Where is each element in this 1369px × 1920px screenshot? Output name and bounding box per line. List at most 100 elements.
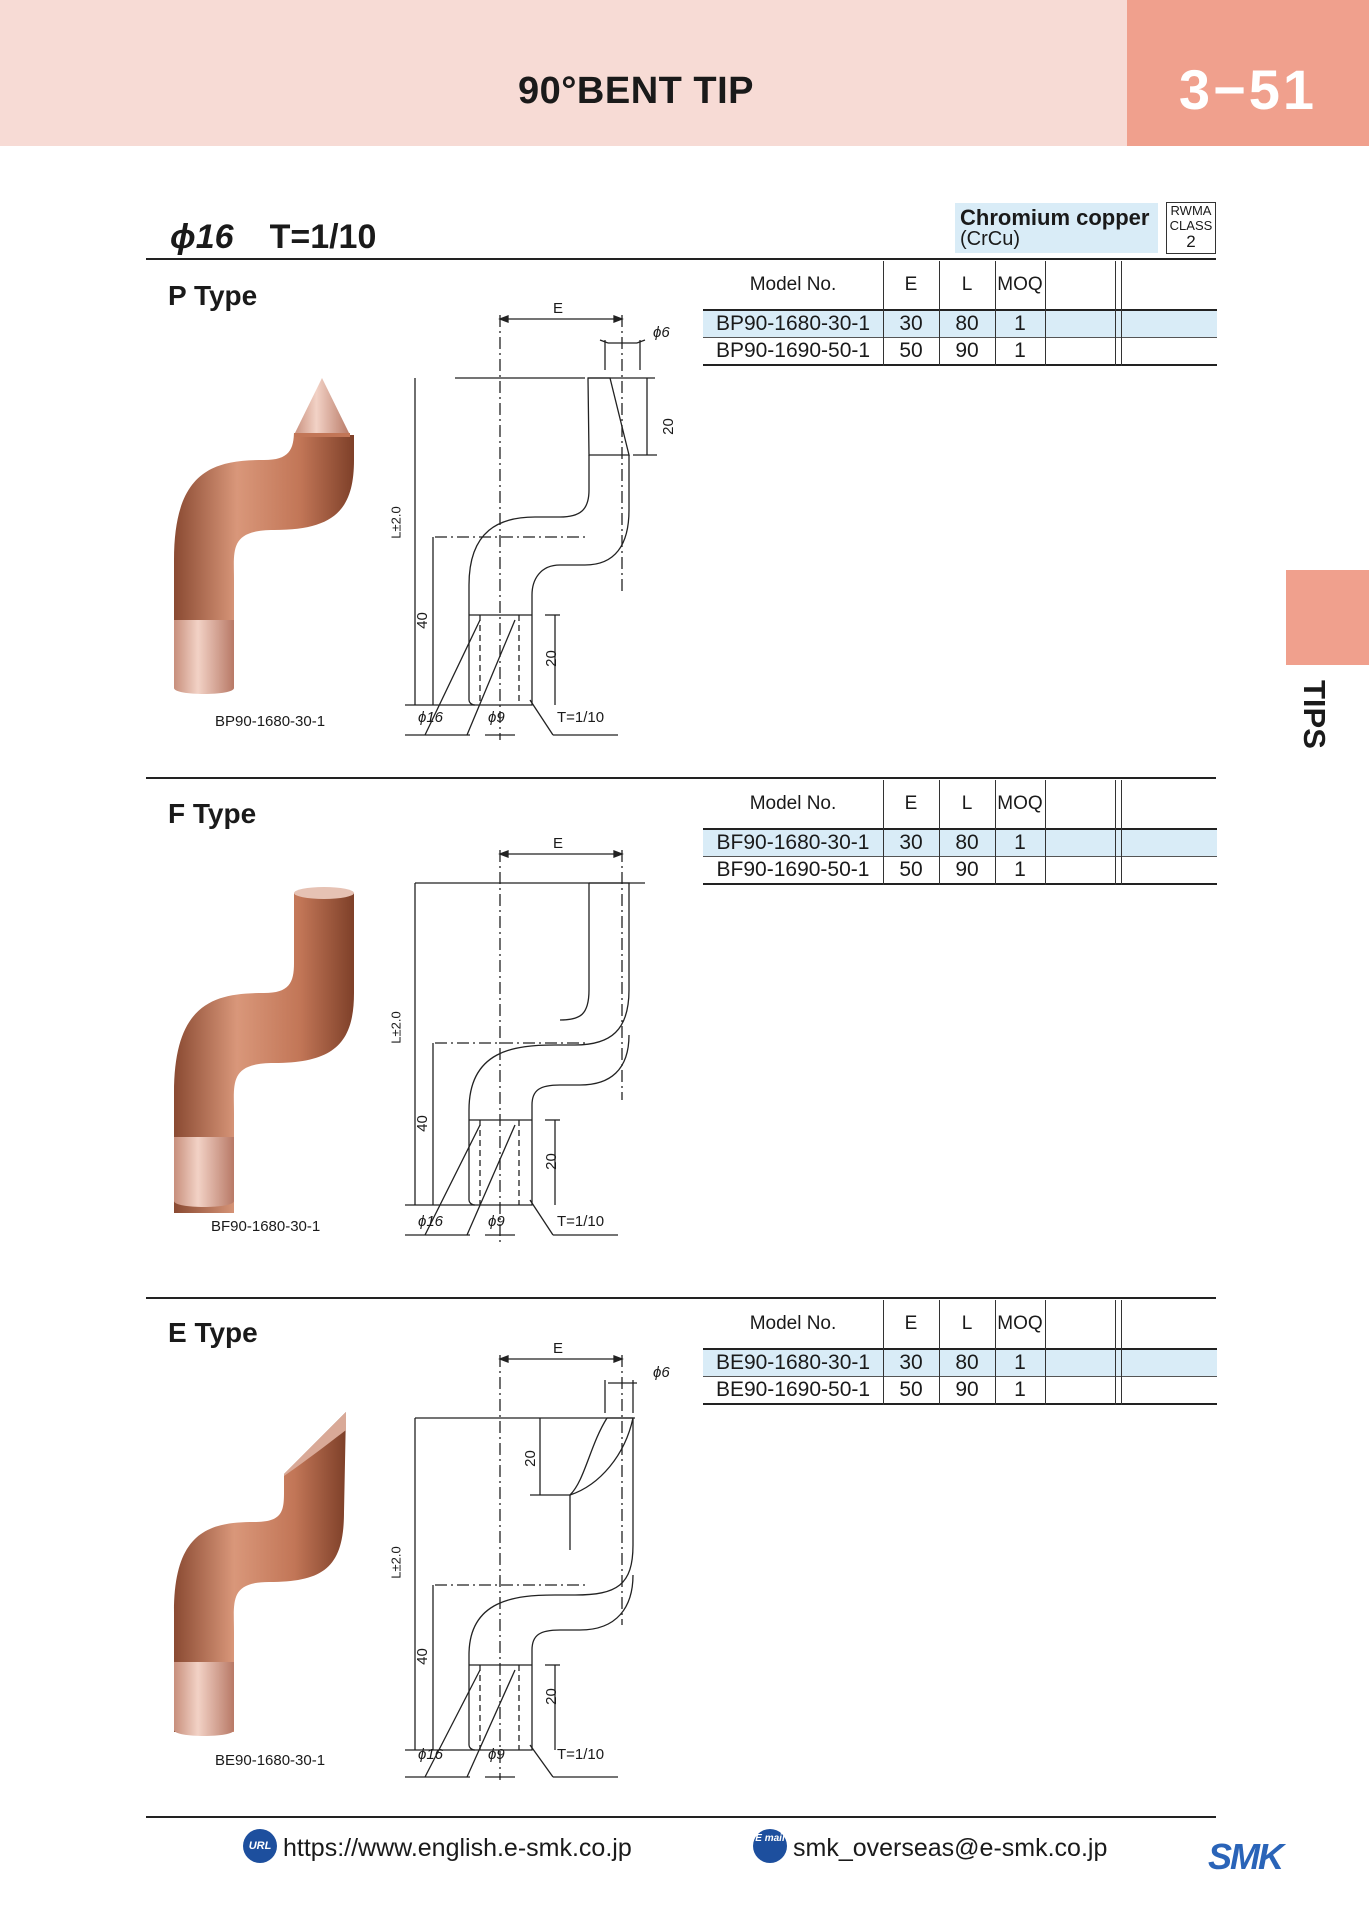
table-row[interactable]: BF90-1690-50-1 50 90 1 [703,857,1217,883]
col-header-moq: MOQ [997,793,1043,814]
tip-photo-e-type [174,1412,346,1736]
cell-model: BF90-1680-30-1 [716,831,870,854]
col-header-e: E [904,793,918,814]
dim-label-taper-ratio: T=1/10 [557,709,605,726]
rwma-class-value: 2 [1186,232,1196,251]
dim-label-height: 40 [413,1115,431,1132]
cell-l: 80 [955,831,979,854]
col-header-model: Model No. [749,274,837,295]
cell-l: 90 [955,858,979,881]
table-row[interactable]: BF90-1680-30-1 30 80 1 [703,830,1217,856]
tip-photo-f-type [174,887,354,1213]
col-header-e: E [904,1313,918,1334]
cell-model: BF90-1690-50-1 [716,858,870,881]
cell-e: 30 [899,1351,923,1374]
material-name: Chromium copper [960,205,1150,230]
photo-caption-f-type: BF90-1680-30-1 [211,1218,321,1235]
col-header-l: L [961,274,973,295]
cell-l: 90 [955,339,979,362]
table-row[interactable]: BP90-1690-50-1 50 90 1 [703,338,1217,364]
dim-label-body-diameter: ϕ16 [418,1746,444,1763]
dim-label-length-tolerance: L±2.0 [388,1011,404,1044]
table-row[interactable]: BE90-1680-30-1 30 80 1 [703,1350,1217,1376]
dim-label-body-diameter: ϕ16 [418,1213,444,1230]
cell-e: 50 [899,858,923,881]
section-divider [146,777,1216,779]
section-divider [146,258,1216,260]
cell-l: 90 [955,1378,979,1401]
cell-moq: 1 [1014,858,1026,881]
dimension-drawing-f-type [405,850,645,1245]
col-header-moq: MOQ [997,1313,1043,1334]
company-logo: SMK [1208,1836,1284,1877]
dim-label-height: 40 [413,1648,431,1665]
material-code: (CrCu) [960,228,1020,250]
model-table-e-type: Model No. E L MOQ BE90-1680-30-1 30 80 1… [703,1300,1217,1406]
page-number: 3−51 [1127,0,1369,146]
cell-l: 80 [955,312,979,335]
dim-label-cone-length: 20 [659,418,677,435]
rwma-class-box: RWMA CLASS 2 [1166,202,1216,254]
cell-e: 30 [899,312,923,335]
photo-caption-e-type: BE90-1680-30-1 [215,1752,326,1769]
dim-label-bore-diameter: ϕ9 [488,1746,505,1763]
dim-label-taper-ratio: T=1/10 [557,1213,605,1230]
cell-moq: 1 [1014,831,1026,854]
side-tab[interactable]: TIPS [1296,680,1336,750]
dim-label-body-diameter: ϕ16 [418,709,444,726]
dim-label-height: 40 [413,612,431,629]
side-tab-label: TIPS [1297,680,1332,749]
cell-moq: 1 [1014,339,1026,362]
section-title-e-type: E Type [168,1317,258,1348]
col-header-l: L [961,793,973,814]
col-header-moq: MOQ [997,274,1043,295]
page-title: 90°BENT TIP [517,70,755,112]
model-table-f-type: Model No. E L MOQ BF90-1680-30-1 30 80 1… [703,780,1217,886]
cell-e: 50 [899,339,923,362]
email-icon: E mail [753,1829,787,1863]
footer-divider [146,1816,1216,1818]
material-box [955,203,1158,253]
section-title-p-type: P Type [168,280,258,311]
spec-title: ϕ16 T=1/10 [170,218,376,257]
col-header-e: E [904,274,918,295]
cell-moq: 1 [1014,312,1026,335]
dim-label-tip-diameter: ϕ6 [653,1364,670,1381]
cell-model: BP90-1680-30-1 [715,312,871,335]
dim-label-length-tolerance: L±2.0 [388,1546,404,1579]
section-title-f-type: F Type [168,798,257,829]
dim-label-e: E [553,835,564,852]
website-link[interactable]: https://www.english.e-smk.co.jp [283,1834,632,1862]
tip-photo-p-type [174,378,354,694]
email-link[interactable]: smk_overseas@e-smk.co.jp [793,1834,1108,1862]
url-icon: URL [243,1829,277,1863]
dimension-drawing-p-type [405,315,657,740]
table-row[interactable]: BE90-1690-50-1 50 90 1 [703,1377,1217,1403]
cell-model: BE90-1680-30-1 [715,1351,871,1374]
dim-label-bevel-length: 20 [521,1450,539,1467]
cell-model: BP90-1690-50-1 [715,339,871,362]
cell-moq: 1 [1014,1378,1026,1401]
side-tab-block [1286,570,1369,665]
photo-caption-p-type: BP90-1680-30-1 [215,713,326,730]
rwma-class-label: CLASS [1169,218,1213,233]
spec-taper: T=1/10 [269,218,377,256]
col-header-model: Model No. [749,1313,837,1334]
table-row[interactable]: BP90-1680-30-1 30 80 1 [703,311,1217,337]
dim-label-taper-length: 20 [542,650,560,667]
dim-label-bore-diameter: ϕ9 [488,1213,505,1230]
dim-label-tip-diameter: ϕ6 [653,324,670,341]
dim-label-taper-ratio: T=1/10 [557,1746,605,1763]
cell-e: 50 [899,1378,923,1401]
dim-label-length-tolerance: L±2.0 [388,506,404,539]
cell-moq: 1 [1014,1351,1026,1374]
dim-label-taper-length: 20 [542,1153,560,1170]
spec-diameter: ϕ16 [170,218,234,256]
dim-label-e: E [553,300,564,317]
dimension-drawing-e-type [405,1355,637,1780]
cell-e: 30 [899,831,923,854]
cell-model: BE90-1690-50-1 [715,1378,871,1401]
header-band [0,0,1127,146]
dim-label-taper-length: 20 [542,1688,560,1705]
rwma-label: RWMA [1170,203,1212,218]
